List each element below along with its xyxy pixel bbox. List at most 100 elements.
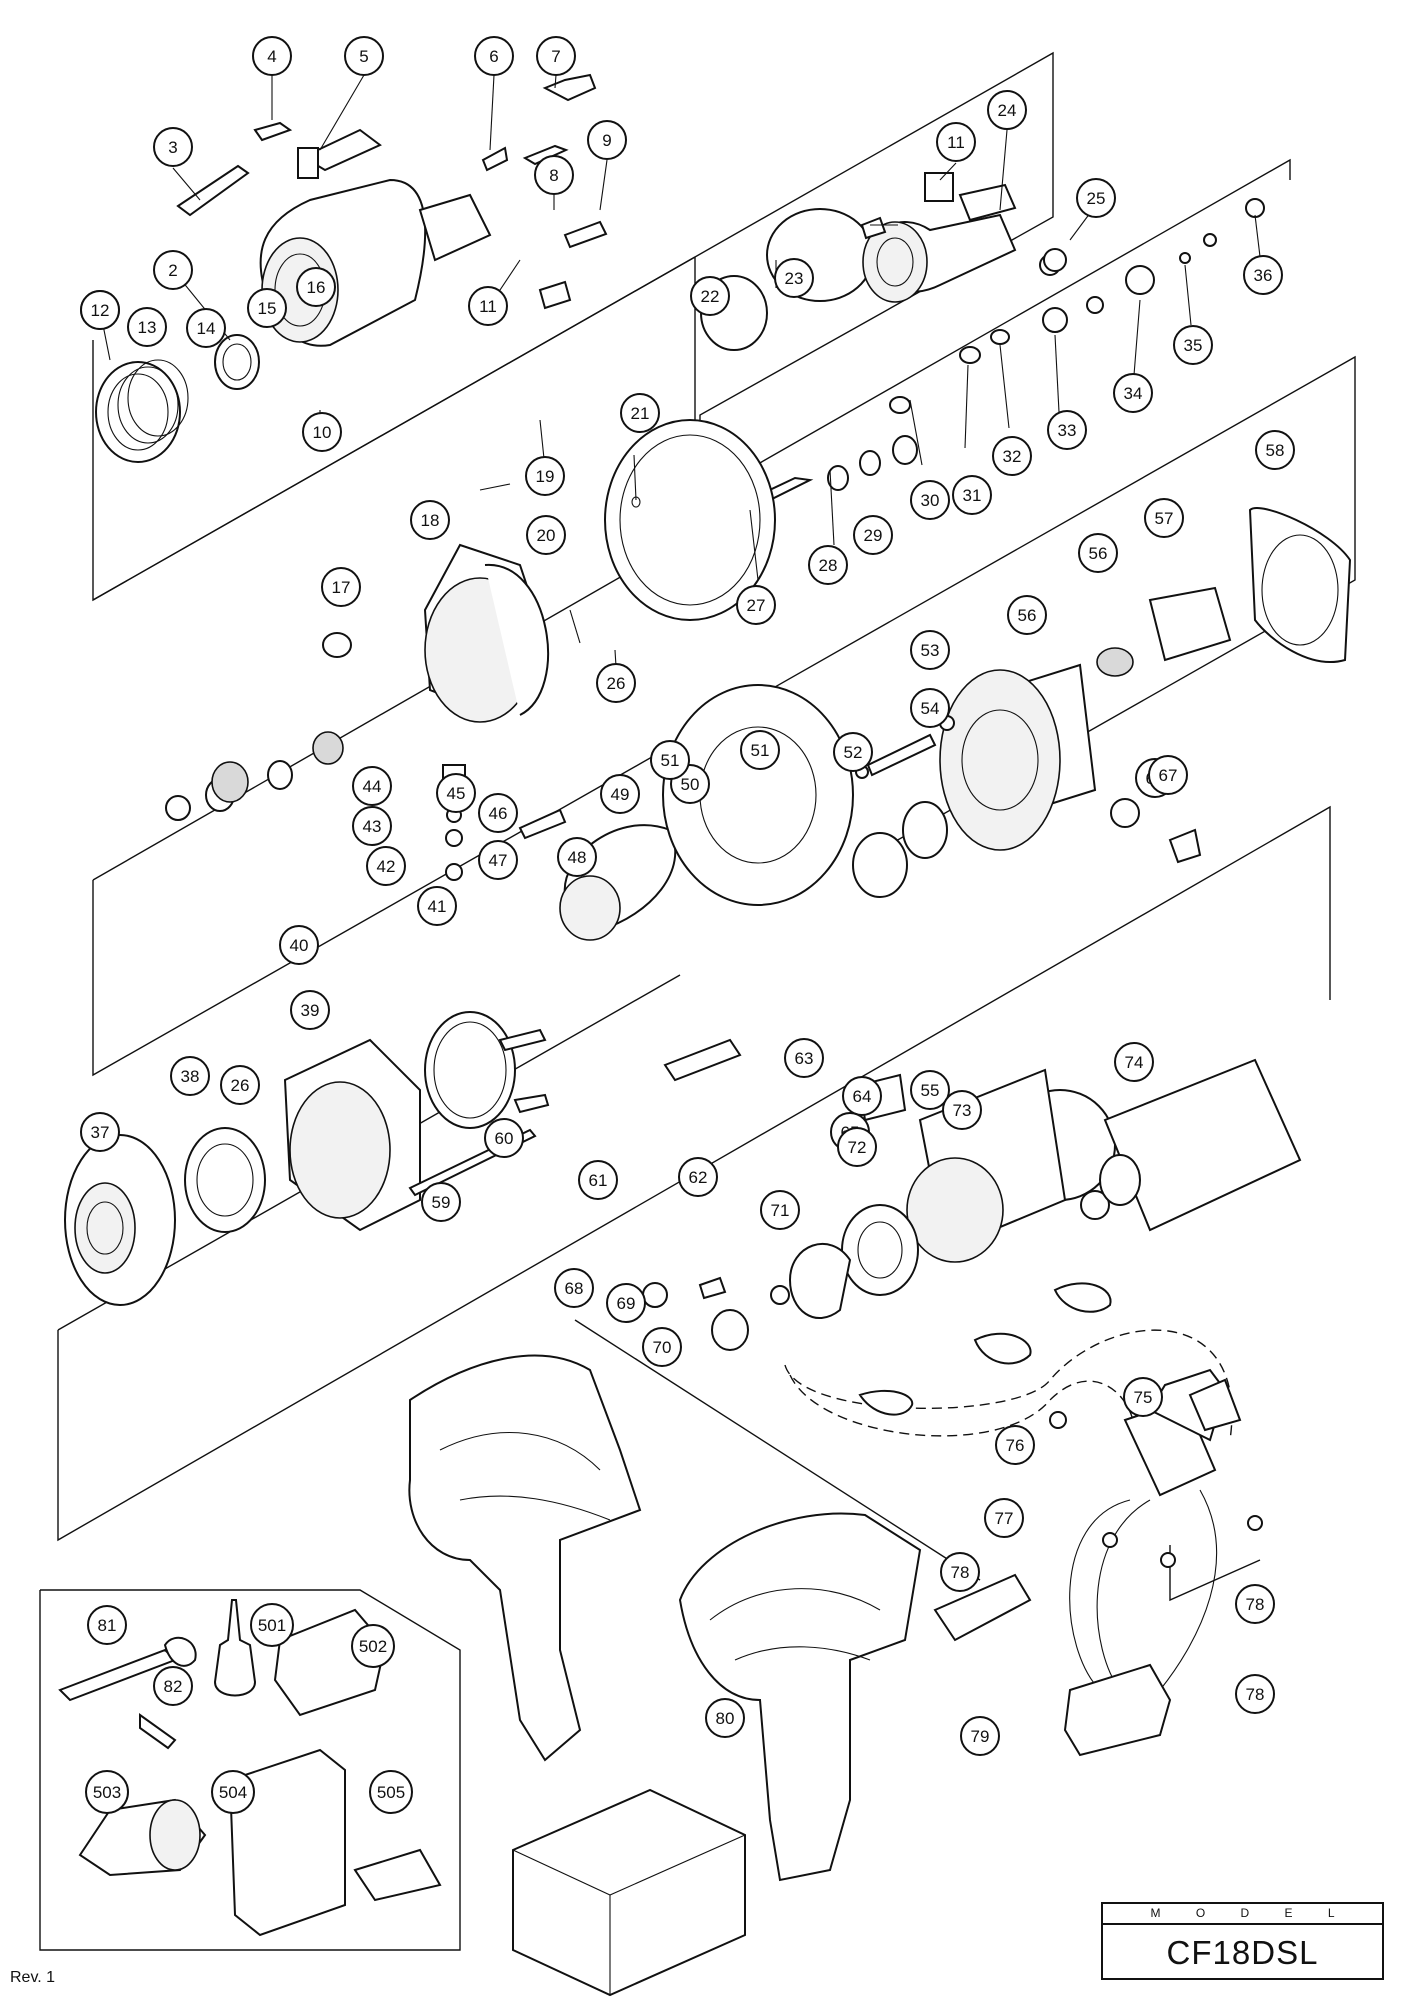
part-callout-9: 9 — [587, 120, 627, 160]
part-callout-label: 59 — [432, 1193, 451, 1212]
part-callout-label: 45 — [447, 784, 466, 803]
part-callout-label: 3 — [168, 138, 177, 157]
part-callout-label: 71 — [771, 1201, 790, 1220]
part-callout-62: 62 — [678, 1157, 718, 1197]
part-callout-57: 57 — [1144, 498, 1184, 538]
part-callout-label: 55 — [921, 1081, 940, 1100]
part-callout-79: 79 — [960, 1716, 1000, 1756]
part-callout-label: 46 — [489, 804, 508, 823]
part-callout-24: 24 — [987, 90, 1027, 130]
part-callout-77: 77 — [984, 1498, 1024, 1538]
part-callout-label: 11 — [947, 133, 965, 152]
part-callout-7: 7 — [536, 36, 576, 76]
part-callout-label: 81 — [98, 1616, 117, 1635]
part-callout-label: 16 — [307, 278, 326, 297]
part-callout-35: 35 — [1173, 325, 1213, 365]
part-callout-74: 74 — [1114, 1042, 1154, 1082]
part-callout-12: 12 — [80, 290, 120, 330]
part-callout-label: 35 — [1184, 336, 1203, 355]
part-callout-51: 51 — [740, 730, 780, 770]
part-callout-78: 78 — [1235, 1584, 1275, 1624]
part-callout-label: 80 — [716, 1709, 735, 1728]
part-callout-504: 504 — [211, 1770, 255, 1814]
part-callout-55: 55 — [910, 1070, 950, 1110]
part-callout-label: 77 — [995, 1509, 1014, 1528]
part-callout-label: 76 — [1006, 1436, 1025, 1455]
part-callout-label: 7 — [551, 47, 560, 66]
part-callout-502: 502 — [351, 1624, 395, 1668]
part-callout-label: 6 — [489, 47, 498, 66]
part-callout-505: 505 — [369, 1770, 413, 1814]
part-callout-label: 18 — [421, 511, 440, 530]
part-callout-59: 59 — [421, 1182, 461, 1222]
part-callout-18: 18 — [410, 500, 450, 540]
part-callout-30: 30 — [910, 480, 950, 520]
part-callout-label: 57 — [1155, 509, 1174, 528]
part-callout-41: 41 — [417, 886, 457, 926]
part-callout-47: 47 — [478, 840, 518, 880]
part-callout-51: 51 — [650, 740, 690, 780]
part-callout-label: 49 — [611, 785, 630, 804]
part-callout-label: 62 — [689, 1168, 708, 1187]
part-callout-label: 34 — [1124, 384, 1143, 403]
part-callout-label: 30 — [921, 491, 940, 510]
part-callout-61: 61 — [578, 1160, 618, 1200]
part-callout-label: 502 — [359, 1637, 387, 1656]
part-callout-8: 8 — [534, 155, 574, 195]
part-callout-78: 78 — [1235, 1674, 1275, 1714]
part-callout-78: 78 — [940, 1552, 980, 1592]
part-callout-label: 8 — [549, 166, 558, 185]
part-callout-label: 32 — [1003, 447, 1022, 466]
part-callout-81: 81 — [87, 1605, 127, 1645]
part-callout-71: 71 — [760, 1190, 800, 1230]
part-callout-label: 9 — [602, 131, 611, 150]
part-callout-label: 14 — [197, 319, 216, 338]
part-callout-76: 76 — [995, 1425, 1035, 1465]
wiring — [784, 1282, 1263, 1757]
part-callout-5: 5 — [344, 36, 384, 76]
part-callout-73: 73 — [942, 1090, 982, 1130]
part-callout-label: 73 — [953, 1101, 972, 1120]
motor-housing-parts — [64, 1011, 1302, 1351]
part-callout-37: 37 — [80, 1112, 120, 1152]
part-callout-label: 11 — [479, 297, 497, 316]
part-callout-label: 15 — [258, 299, 277, 318]
part-callout-label: 52 — [844, 743, 863, 762]
part-callout-label: 78 — [1246, 1595, 1265, 1614]
part-callout-label: 26 — [607, 674, 626, 693]
part-callout-6: 6 — [474, 36, 514, 76]
part-callout-label: 2 — [168, 261, 177, 280]
part-callout-48: 48 — [557, 837, 597, 877]
part-callout-45: 45 — [436, 773, 476, 813]
part-callout-label: 36 — [1254, 266, 1273, 285]
part-callout-label: 12 — [91, 301, 110, 320]
part-callout-label: 20 — [537, 526, 556, 545]
part-callout-10: 10 — [302, 412, 342, 452]
part-callout-label: 70 — [653, 1338, 672, 1357]
part-callout-53: 53 — [910, 630, 950, 670]
part-callout-56: 56 — [1007, 595, 1047, 635]
gear-case-parts — [165, 507, 1352, 1122]
model-label: M O D E L — [1103, 1904, 1382, 1925]
model-name: CF18DSL — [1166, 1934, 1319, 1971]
part-callout-13: 13 — [127, 307, 167, 347]
part-callout-82: 82 — [153, 1666, 193, 1706]
part-callout-38: 38 — [170, 1056, 210, 1096]
part-callout-15: 15 — [247, 288, 287, 328]
part-callout-label: 37 — [91, 1123, 110, 1142]
part-callout-28: 28 — [808, 545, 848, 585]
part-callout-label: 19 — [536, 467, 555, 486]
part-callout-26: 26 — [220, 1065, 260, 1105]
part-callout-label: 78 — [1246, 1685, 1265, 1704]
part-callout-label: 25 — [1087, 189, 1106, 208]
part-callout-49: 49 — [600, 774, 640, 814]
part-callout-label: 504 — [219, 1783, 247, 1802]
part-callout-label: 51 — [661, 751, 680, 770]
part-callout-17: 17 — [321, 567, 361, 607]
part-callout-501: 501 — [250, 1603, 294, 1647]
part-callout-label: 33 — [1058, 421, 1077, 440]
part-callout-label: 22 — [701, 287, 720, 306]
part-callout-label: 42 — [377, 857, 396, 876]
part-callout-23: 23 — [774, 258, 814, 298]
part-callout-label: 60 — [495, 1129, 514, 1148]
